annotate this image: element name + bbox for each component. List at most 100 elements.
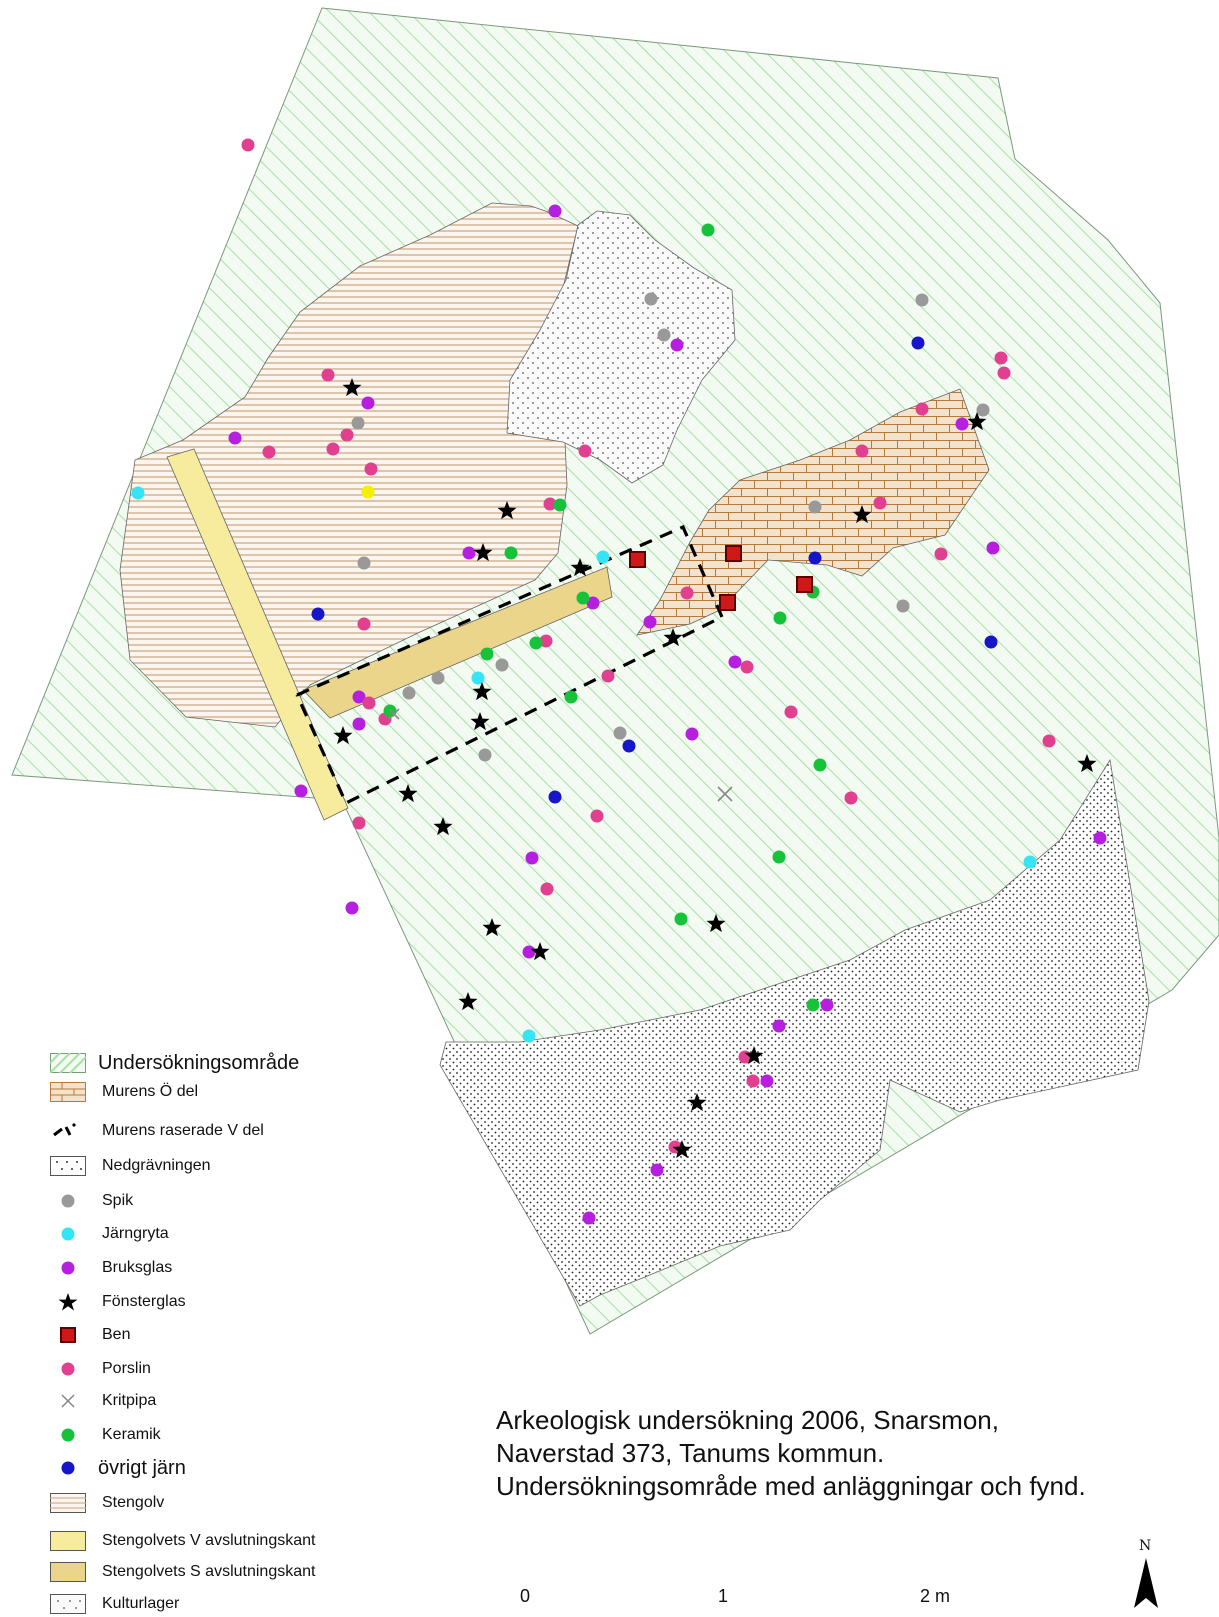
porslin-point xyxy=(241,138,255,152)
jarngryta-point xyxy=(131,486,145,500)
fonsterglas-point xyxy=(1077,754,1097,773)
porslin-point xyxy=(321,368,335,382)
bruksglas-point xyxy=(643,615,657,629)
legend-label: Ben xyxy=(102,1326,131,1343)
ovrigt-jarn-point xyxy=(622,739,636,753)
fonsterglas-point xyxy=(687,1093,707,1112)
legend-symbol-icon xyxy=(48,1155,88,1177)
legend-item-wall-west: Murens raserade V del xyxy=(48,1118,264,1144)
scale-label-0: 0 xyxy=(520,1586,531,1606)
title-line-2: Naverstad 373, Tanums kommun. xyxy=(496,1438,885,1468)
porslin-point xyxy=(340,428,354,442)
legend-label: Nedgrävningen xyxy=(102,1157,211,1174)
legend-label: Porslin xyxy=(102,1360,151,1377)
porslin-point xyxy=(539,634,553,648)
bruksglas-point xyxy=(772,1019,786,1033)
keramik-point xyxy=(529,636,543,650)
bruksglas-point xyxy=(522,945,536,959)
legend-item-bruksglas: Bruksglas xyxy=(48,1255,172,1281)
ovrigt-jarn-point xyxy=(911,336,925,350)
scale-bar: 0 1 2 m xyxy=(488,1586,1008,1608)
ben-points xyxy=(629,545,813,611)
porslin-point xyxy=(740,660,754,674)
spik-point xyxy=(357,556,371,570)
legend-label: Järngryta xyxy=(102,1225,169,1242)
legend-label: Bruksglas xyxy=(102,1259,173,1276)
bruksglas-point xyxy=(728,655,742,669)
bruksglas-point xyxy=(228,431,242,445)
jarngryta-point xyxy=(596,550,610,564)
legend-label: Murens raserade V del xyxy=(102,1122,264,1139)
bruksglas-point xyxy=(294,784,308,798)
porslin-point xyxy=(680,586,694,600)
keramik-point xyxy=(701,223,715,237)
porslin-point xyxy=(1042,734,1056,748)
wall-west-collapsed xyxy=(295,524,725,806)
fonsterglas-point xyxy=(398,784,418,803)
porslin-point xyxy=(994,351,1008,365)
north-arrow-icon xyxy=(1134,1558,1158,1608)
title-line-3: Undersökningsområde med anläggningar och… xyxy=(496,1471,1086,1501)
porslin-point xyxy=(590,809,604,823)
ovrigt-jarn-point xyxy=(311,607,325,621)
legend-item-porslin: Porslin xyxy=(48,1356,151,1382)
porslin-point xyxy=(262,445,276,459)
bruksglas-point xyxy=(582,1211,596,1225)
legend-symbol-icon xyxy=(48,1593,88,1615)
fonsterglas-points xyxy=(333,378,1097,1159)
porslin-point xyxy=(578,444,592,458)
fonsterglas-point xyxy=(744,1046,764,1065)
spik-point xyxy=(657,328,671,342)
legend-label: Undersökningsområde xyxy=(98,1051,300,1074)
porslin-point xyxy=(844,791,858,805)
legend-item-wall: Murens Ö del xyxy=(48,1079,198,1105)
legend-symbol-icon xyxy=(48,1390,88,1412)
spik-point xyxy=(644,292,658,306)
spik-point xyxy=(808,500,822,514)
ovrigt-jarn-point xyxy=(808,551,822,565)
bruksglas-point xyxy=(586,596,600,610)
legend-item-fonsterglas: Fönsterglas xyxy=(48,1289,186,1315)
spik-point xyxy=(896,599,910,613)
north-label: N xyxy=(1139,1538,1152,1554)
kritpipa-point xyxy=(717,786,733,802)
legend-symbol-icon xyxy=(48,1223,88,1245)
porslin-point xyxy=(543,497,557,511)
legend-item-jarngryta: Järngryta xyxy=(48,1221,169,1247)
bruksglas-point xyxy=(670,338,684,352)
fonsterglas-point xyxy=(482,918,502,937)
keramik-point xyxy=(504,546,518,560)
legend-label: Keramik xyxy=(102,1426,161,1443)
legend-symbol-icon xyxy=(48,1052,88,1074)
porslin-point xyxy=(915,402,929,416)
legend-label: Stengolvets V avslutningskant xyxy=(102,1532,316,1549)
bruksglas-point xyxy=(462,546,476,560)
legend-symbol-icon xyxy=(48,1457,88,1479)
legend-item-kulturlager: Kulturlager xyxy=(48,1591,179,1617)
bruksglas-point xyxy=(361,396,375,410)
fonsterglas-point xyxy=(672,1140,692,1159)
legend-symbol-icon xyxy=(48,1424,88,1446)
legend-item-area: Undersökningsområde xyxy=(48,1050,299,1076)
bruksglas-point xyxy=(548,204,562,218)
porslin-point xyxy=(873,496,887,510)
legend-symbol-icon xyxy=(48,1120,88,1142)
ben-point xyxy=(629,551,646,568)
scale-label-1: 1 xyxy=(718,1586,729,1606)
keramik-point xyxy=(576,591,590,605)
yellow-find-point xyxy=(361,485,375,499)
kritpipa-point xyxy=(388,708,400,720)
bruksglas-point xyxy=(1093,831,1107,845)
fonsterglas-point xyxy=(473,543,493,562)
legend-item-ben: Ben xyxy=(48,1322,130,1348)
fonsterglas-point xyxy=(967,412,987,431)
spik-point xyxy=(431,671,445,685)
ben-point xyxy=(719,594,736,611)
title-line-1: Arkeologisk undersökning 2006, Snarsmon, xyxy=(496,1405,999,1435)
ben-point xyxy=(725,545,742,562)
ovrigt-jarn-point xyxy=(548,790,562,804)
legend-symbol-icon xyxy=(48,1257,88,1279)
fonsterglas-point xyxy=(470,712,490,731)
porslin-point xyxy=(352,816,366,830)
legend-symbol-icon xyxy=(48,1324,88,1346)
